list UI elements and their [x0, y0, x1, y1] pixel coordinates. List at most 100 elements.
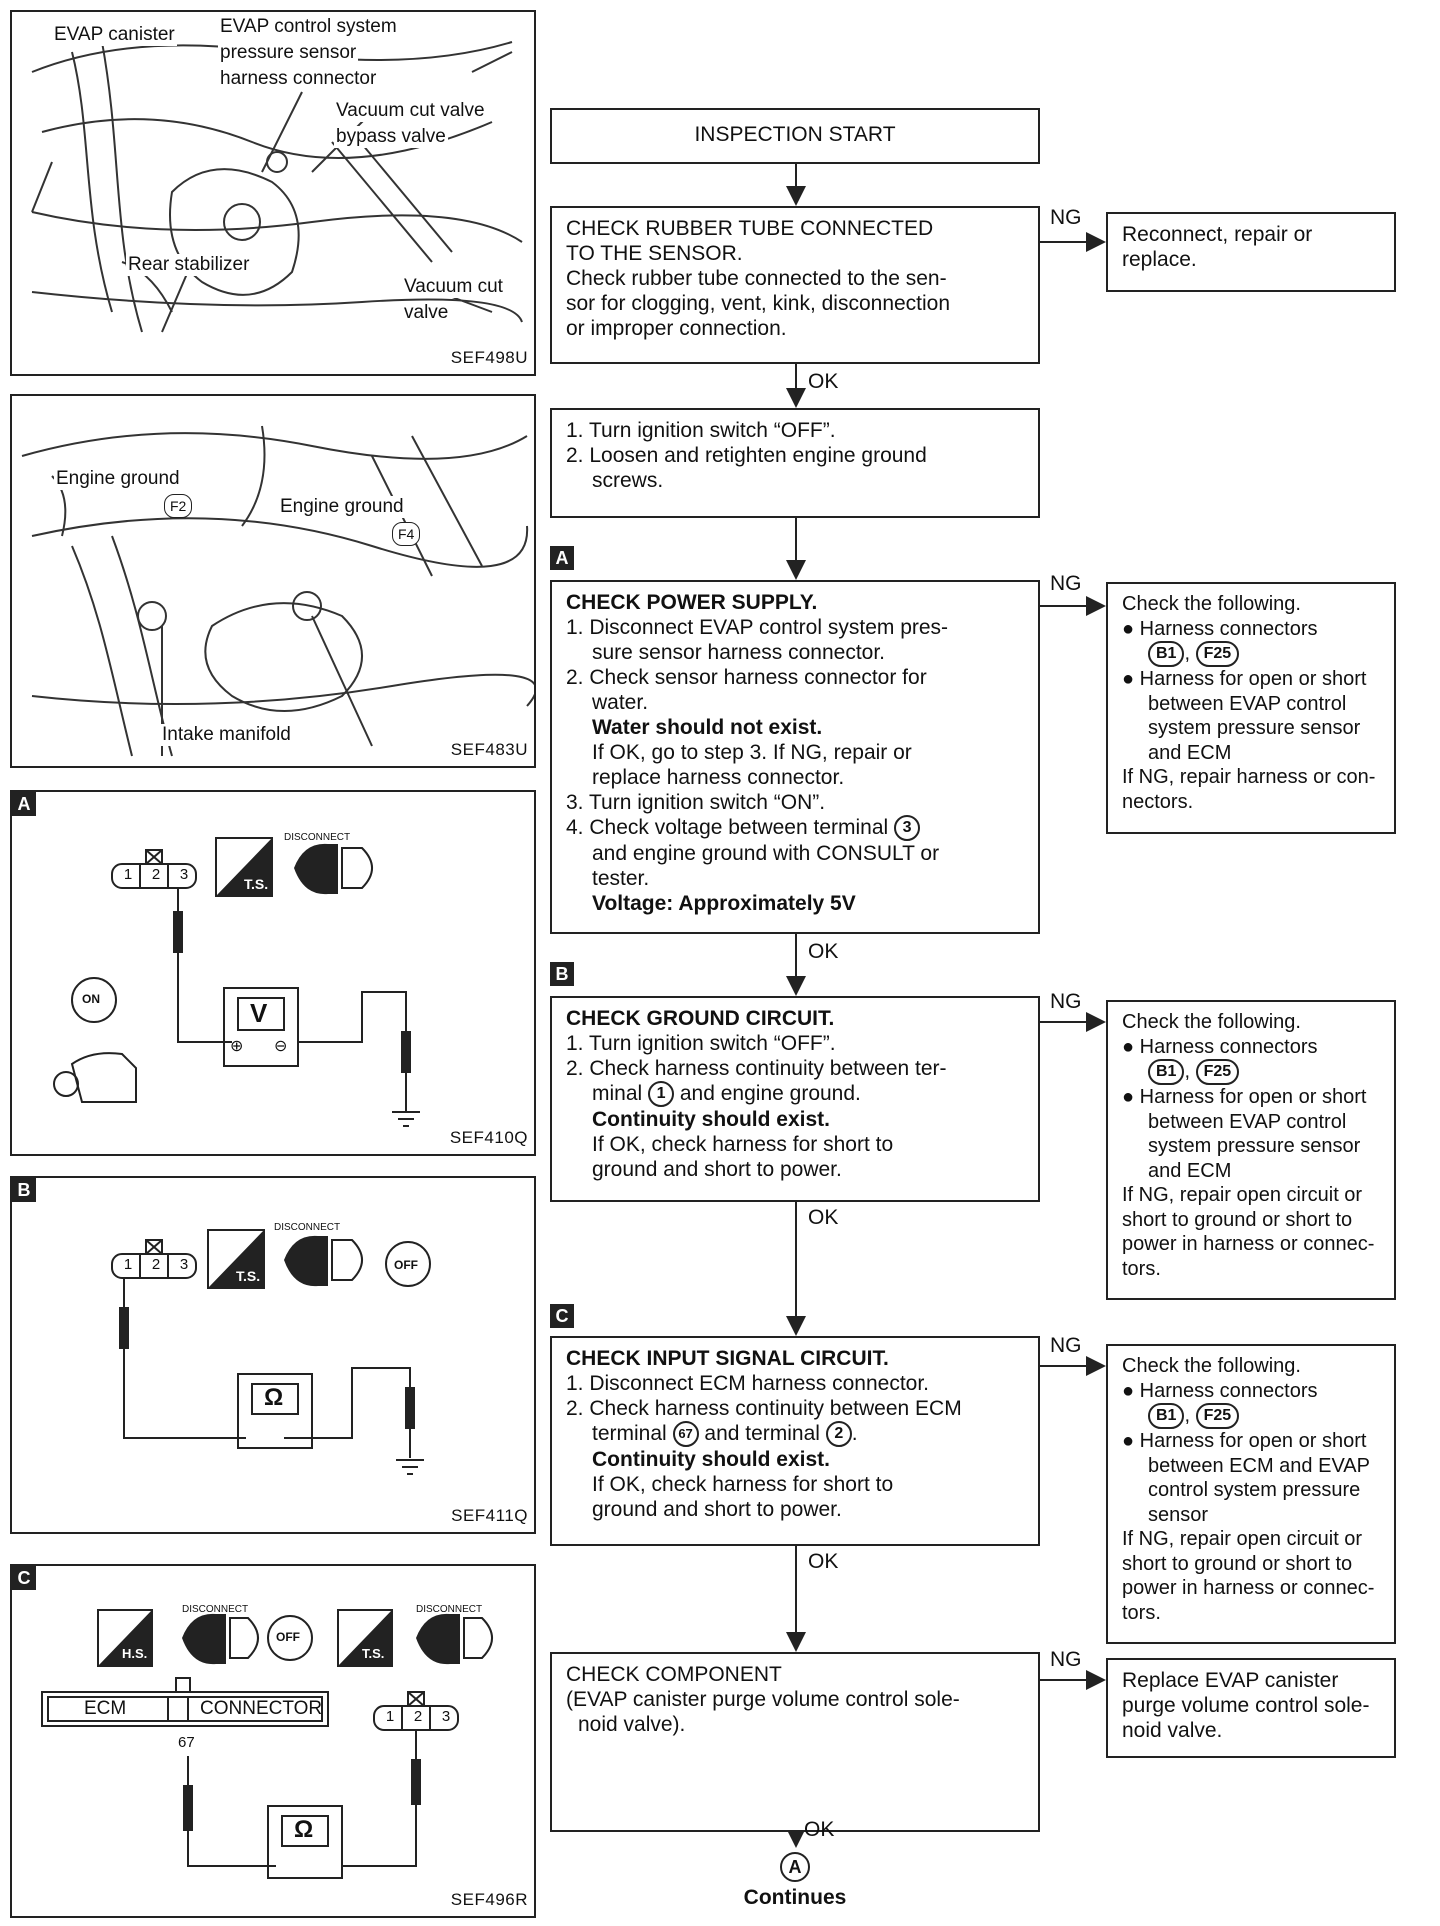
step1-ng-action: Reconnect, repair or replace.: [1106, 212, 1396, 292]
step-text: ground and short to power.: [592, 1498, 842, 1522]
label-intake-manifold: Intake manifold: [160, 724, 293, 746]
step-text: and engine ground.: [679, 1082, 861, 1105]
ng-text: Harness for open or short: [1139, 1086, 1367, 1108]
connector-f25: F25: [1195, 1059, 1240, 1085]
terminal-2: 2: [825, 1421, 852, 1448]
step-spec: Continuity should exist.: [592, 1448, 831, 1472]
step2-line: 1. Turn ignition switch “OFF”.: [566, 419, 836, 442]
step-text: 1. Turn ignition switch “OFF”.: [566, 1032, 836, 1055]
step-spec: Water should not exist.: [592, 716, 823, 739]
label-evap-control-system: EVAP control system: [218, 16, 399, 38]
step-text: 2. Check sensor harness connector for: [566, 666, 927, 689]
stepB-ng-action: Check the following. ● Harness connector…: [1106, 1000, 1396, 1300]
voltmeter-v: V: [250, 998, 268, 1028]
inspection-start-box: INSPECTION START: [550, 108, 1040, 164]
step-text: If OK, check harness for short to: [592, 1133, 894, 1157]
connector-f25: F25: [1195, 1403, 1240, 1429]
ng-text: power in harness or connec-: [1122, 1233, 1375, 1255]
label-engine-ground-2: Engine ground: [278, 496, 406, 518]
ng-text: nectors.: [1122, 790, 1194, 813]
disconnect-label-2: DISCONNECT: [416, 1604, 483, 1615]
connector-b1: B1: [1148, 1059, 1185, 1085]
step-text: ground and short to power.: [592, 1158, 842, 1182]
step-check-component: CHECK COMPONENT (EVAP canister purge vol…: [550, 1652, 1040, 1832]
connector-b1: B1: [1148, 1403, 1185, 1429]
engine-ground-illustration: [21, 425, 534, 757]
figure-code: SEF483U: [450, 740, 528, 759]
ng-text: Harness connectors: [1139, 1035, 1318, 1058]
pin-2: 2: [151, 866, 161, 883]
figure-code: SEF410Q: [449, 1128, 528, 1147]
label-evap-canister: EVAP canister: [52, 24, 177, 46]
terminal-3: 3: [894, 815, 921, 842]
ng-text: between EVAP control: [1148, 692, 1347, 715]
label-engine-ground-1: Engine ground: [54, 468, 182, 490]
label-f4: F4: [392, 522, 421, 546]
label-pressure-sensor: pressure sensor: [218, 42, 359, 64]
badge-c: C: [12, 1566, 36, 1590]
step-text: 3. Turn ignition switch “ON”.: [566, 791, 826, 814]
ng-text: Check the following.: [1122, 1355, 1301, 1377]
step-check-ground-circuit: CHECK GROUND CIRCUIT. 1. Turn ignition s…: [550, 996, 1040, 1202]
step-text: 2. Check harness continuity between ECM: [566, 1397, 962, 1420]
ok-label: OK: [808, 370, 839, 393]
ts-label: T.S.: [362, 1646, 385, 1661]
ng-text: and ECM: [1148, 741, 1232, 764]
terminal-1: 1: [648, 1081, 675, 1108]
step1-line: TO THE SENSOR.: [566, 242, 743, 265]
pin-1: 1: [385, 1708, 395, 1725]
ng-text: If NG, repair harness or con-: [1122, 766, 1376, 788]
ng-text: Harness for open or short: [1139, 1430, 1367, 1452]
ng-text: Harness for open or short: [1139, 668, 1367, 690]
ng-text: sensor: [1148, 1503, 1209, 1526]
step-title: CHECK POWER SUPPLY.: [566, 591, 818, 614]
connector-pins: 1 2 3: [376, 1708, 460, 1725]
step-title: CHECK GROUND CIRCUIT.: [566, 1007, 835, 1030]
badge-b: B: [12, 1178, 36, 1202]
step1-line: CHECK RUBBER TUBE CONNECTED: [566, 217, 934, 240]
pin-3: 3: [179, 866, 189, 883]
figure-engine-ground-photo: Engine ground F2 Engine ground F4 Intake…: [10, 394, 536, 768]
step-text: CHECK COMPONENT: [566, 1663, 782, 1686]
voltage-check-diagram: [53, 837, 420, 1127]
label-valve: valve: [402, 302, 451, 324]
figure-a-voltage-check: A 1 2 3 T.S. DISCONNECT V ⊕ ⊖ ON SEF410Q: [10, 790, 536, 1156]
step-text: water.: [592, 691, 649, 714]
ng-text: If NG, repair open circuit or: [1122, 1528, 1363, 1550]
pin-2: 2: [413, 1708, 423, 1725]
ground-continuity-diagram: [111, 1229, 431, 1475]
step1-line: Check rubber tube connected to the sen-: [566, 267, 947, 290]
terminal-67: 67: [672, 1421, 699, 1448]
hs-label: H.S.: [122, 1646, 148, 1661]
step-text: minal: [592, 1082, 643, 1105]
ecm-pin-67: 67: [178, 1734, 195, 1751]
step-text: tester.: [592, 867, 650, 891]
key-off-label: OFF: [394, 1258, 418, 1272]
step-text: If OK, go to step 3. If NG, repair or: [592, 741, 912, 764]
ok-label: OK: [804, 1818, 835, 1841]
step-text: 1. Disconnect ECM harness connector.: [566, 1372, 930, 1395]
step-spec: Continuity should exist.: [592, 1108, 831, 1132]
ng-text: system pressure sensor: [1148, 717, 1361, 739]
ng-text: and ECM: [1148, 1159, 1232, 1182]
ng-text: noid valve.: [1122, 1719, 1223, 1742]
label-vacuum-cut: Vacuum cut: [402, 276, 505, 298]
step-title: CHECK INPUT SIGNAL CIRCUIT.: [566, 1347, 889, 1370]
ts-label: T.S.: [244, 876, 269, 892]
key-on-label: ON: [82, 992, 100, 1006]
step-text: 4. Check voltage between terminal: [566, 816, 889, 839]
step-text: noid valve).: [578, 1713, 686, 1736]
pin-2: 2: [151, 1256, 161, 1273]
pin-1: 1: [123, 1256, 133, 1273]
badge-b: B: [550, 962, 574, 986]
ng-label: NG: [1050, 990, 1082, 1013]
badge-a: A: [12, 792, 36, 816]
ng-label: NG: [1050, 572, 1082, 595]
label-harness-connector: harness connector: [218, 68, 379, 90]
label-vacuum-cut-valve: Vacuum cut valve: [334, 100, 487, 122]
ng-label: NG: [1050, 206, 1082, 229]
step-text: 1. Disconnect EVAP control system pres-: [566, 616, 949, 639]
figure-code: SEF496R: [450, 1890, 528, 1909]
connector-b1: B1: [1148, 641, 1185, 667]
ng-text: tors.: [1122, 1257, 1161, 1280]
